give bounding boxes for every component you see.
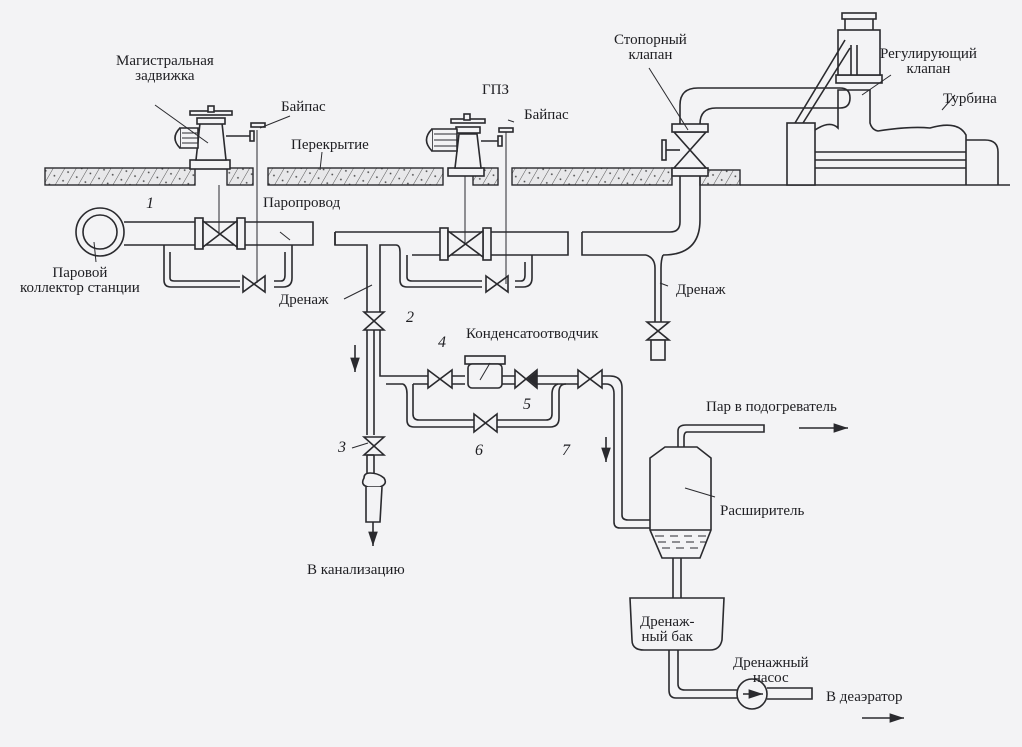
label-control-valve-line1: Регулирующий	[880, 46, 977, 62]
steam-line-1	[124, 130, 314, 294]
label-stop-valve-line1: Стопорный	[614, 32, 687, 48]
label-main-valve-line2: задвижка	[135, 68, 195, 84]
label-collector: Паровой коллектор станции	[20, 266, 140, 296]
item-number-7: 7	[562, 442, 570, 459]
label-main-valve: Магистральная задвижка	[116, 54, 214, 84]
label-condensate-trap: Конденсатоотводчик	[466, 326, 599, 342]
label-steam-line: Паропровод	[263, 195, 341, 211]
label-turbine: Турбина	[943, 91, 997, 107]
label-bypass-right: Байпас	[524, 107, 569, 123]
label-main-valve-line1: Магистральная	[116, 53, 214, 69]
leader-lines	[93, 67, 956, 498]
drain-system-left	[350, 300, 650, 546]
label-gpz: ГПЗ	[482, 82, 510, 98]
label-drain-tank-line1: Дренаж-	[640, 614, 695, 630]
item-number-4: 4	[438, 334, 446, 351]
stop-valve	[661, 87, 851, 177]
steam-line-3	[581, 175, 701, 361]
label-collector-line1: Паровой	[52, 265, 108, 281]
main-gate-valve	[174, 105, 266, 170]
label-drain-right: Дренаж	[676, 282, 726, 298]
item-number-2: 2	[406, 309, 414, 326]
steam-collector	[75, 207, 125, 257]
label-to-sewer: В канализацию	[307, 562, 405, 578]
label-steam-to-heater: Пар в подогреватель	[706, 399, 837, 415]
label-bypass-left: Байпас	[281, 99, 326, 115]
label-expander: Расширитель	[720, 503, 805, 519]
label-control-valve: Регулирующий клапан	[880, 47, 977, 77]
steam-line-2	[334, 128, 569, 300]
expander-tank-pump	[629, 423, 904, 723]
label-stop-valve: Стопорный клапан	[614, 33, 687, 63]
item-number-5: 5	[523, 396, 531, 413]
item-number-6: 6	[475, 442, 483, 459]
label-to-deaerator: В деаэратор	[826, 689, 903, 705]
label-drain-pump-line1: Дренажный	[733, 655, 809, 671]
turbine	[786, 12, 999, 186]
label-floor: Перекрытие	[291, 137, 369, 153]
item-number-3: 3	[338, 439, 346, 456]
item-number-1: 1	[146, 195, 154, 212]
floor-slab	[44, 167, 1010, 186]
label-drain-pump-line2: насос	[752, 670, 789, 686]
label-drain-tank: Дренаж- ный бак	[640, 615, 694, 645]
label-stop-valve-line2: клапан	[628, 47, 673, 63]
label-drain-pump: Дренажный насос	[733, 656, 809, 686]
label-drain-tank-line2: ный бак	[641, 629, 693, 645]
gpz-actuator	[425, 113, 514, 177]
label-control-valve-line2: клапан	[906, 61, 951, 77]
label-drain-left: Дренаж	[279, 292, 329, 308]
label-collector-line2: коллектор станции	[20, 280, 140, 296]
